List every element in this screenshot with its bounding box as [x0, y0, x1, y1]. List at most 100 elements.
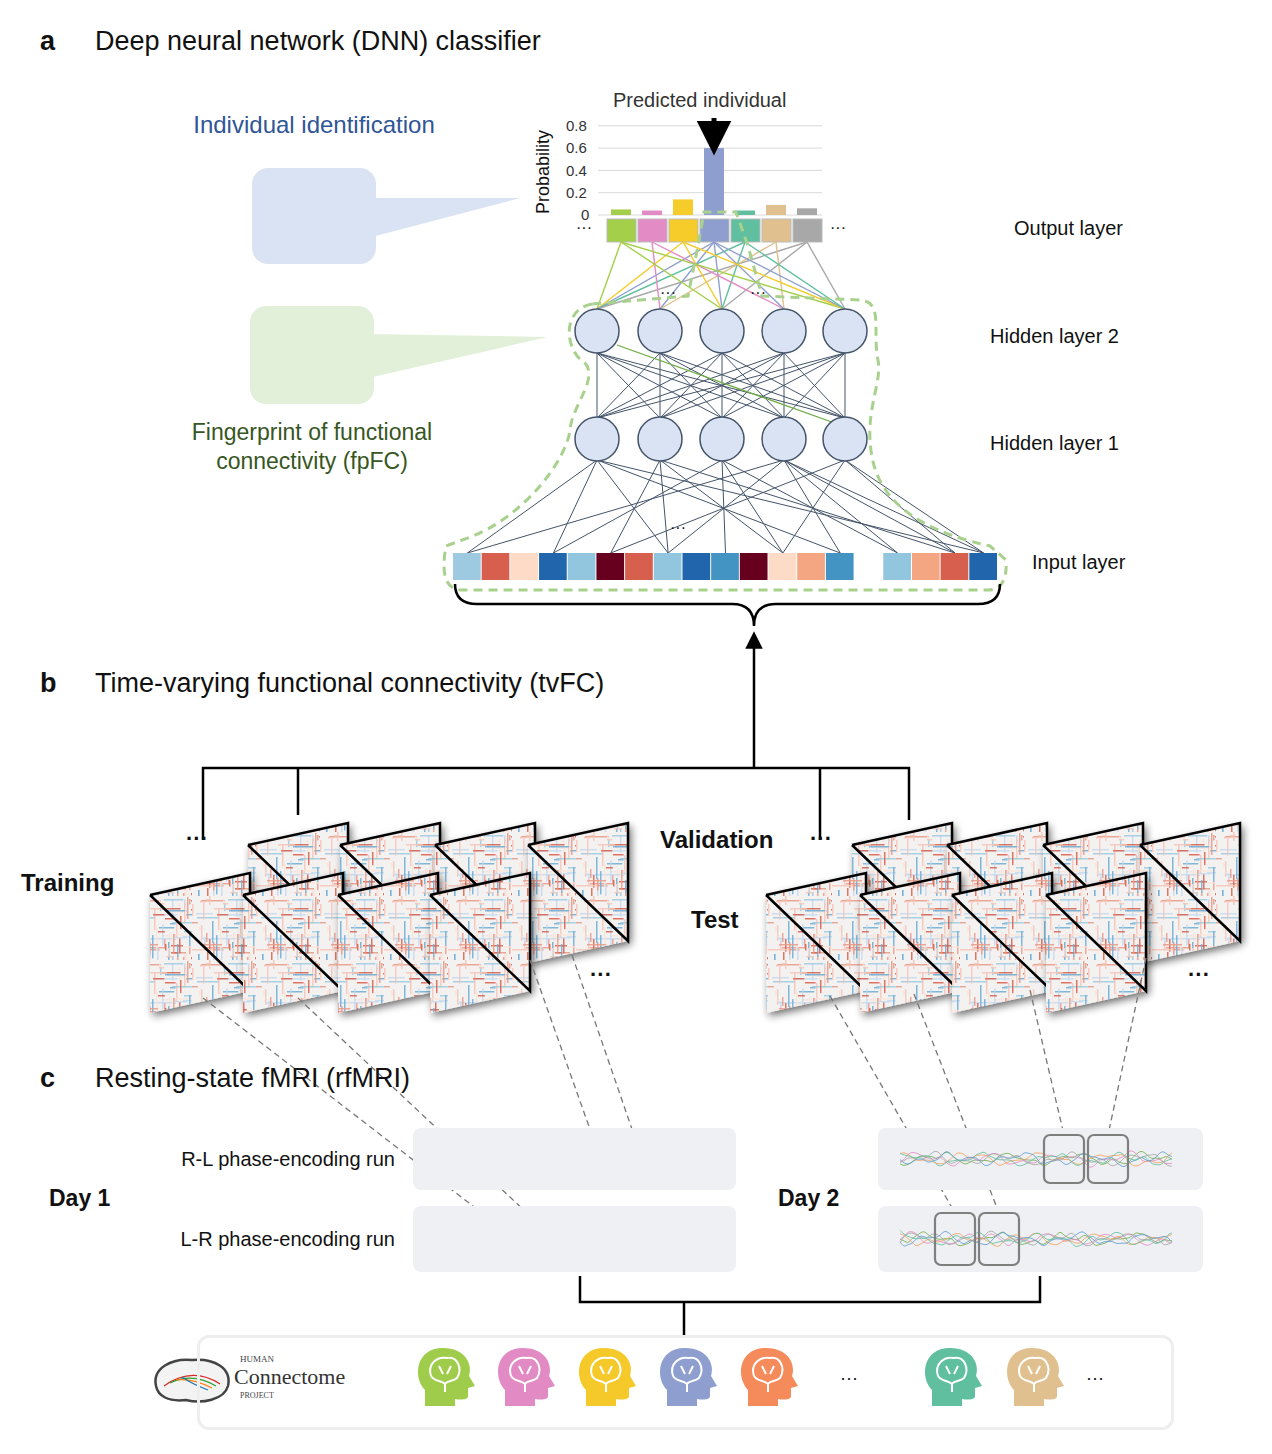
- input-unit: [797, 553, 825, 580]
- layer-label: Hidden layer 2: [990, 325, 1119, 348]
- neuron: [638, 417, 682, 461]
- run-label: L-R phase-encoding run: [180, 1227, 395, 1252]
- output-unit: [607, 219, 636, 242]
- gridline: [598, 125, 822, 126]
- output-unit: [669, 219, 698, 242]
- weight: [722, 460, 726, 553]
- weight: [597, 353, 784, 418]
- fc-matrix: [150, 873, 250, 1013]
- weight: [784, 460, 898, 553]
- fc-matrix: [1140, 823, 1240, 963]
- weight: [553, 460, 597, 553]
- axis-label: Predicted individual: [613, 89, 786, 112]
- layer-label: Input layer: [1032, 551, 1125, 574]
- weight: [597, 353, 722, 418]
- panel-title: Time-varying functional connectivity (tv…: [95, 668, 604, 699]
- ellipsis: ···: [670, 519, 686, 537]
- weight: [660, 460, 955, 553]
- probability-bar: [704, 148, 724, 215]
- probability-bar: [611, 209, 631, 215]
- weight: [553, 460, 722, 553]
- fc-matrix: [766, 873, 866, 1013]
- input-unit: [969, 553, 997, 580]
- weight: [597, 242, 807, 309]
- weight: [784, 460, 984, 553]
- weight: [660, 460, 783, 553]
- weight: [845, 460, 955, 553]
- input-unit: [453, 553, 481, 580]
- weight: [467, 460, 784, 553]
- weight: [597, 460, 840, 553]
- input-unit: [711, 553, 739, 580]
- panel-letter: a: [40, 26, 55, 57]
- subject-head: [741, 1348, 798, 1406]
- panel-letter: b: [40, 668, 57, 699]
- input-unit: [826, 553, 854, 580]
- callout-tail: [368, 198, 520, 238]
- logo-text: HUMAN: [240, 1354, 274, 1365]
- neuron: [575, 417, 619, 461]
- weight: [597, 353, 598, 418]
- weight: [722, 353, 845, 418]
- weight: [668, 460, 784, 553]
- day-label: Day 1: [49, 1185, 110, 1211]
- day-label: Day 2: [778, 1185, 839, 1211]
- tick-label: 0.8: [566, 117, 587, 134]
- ellipsis: ···: [590, 962, 612, 987]
- weight: [597, 353, 845, 418]
- input-unit: [482, 553, 510, 580]
- input-unit: [596, 553, 624, 580]
- logo-text: PROJECT: [240, 1391, 274, 1401]
- weight: [745, 242, 845, 309]
- weight: [611, 460, 660, 553]
- neuron: [700, 417, 744, 461]
- fc-matrix: [243, 873, 343, 1013]
- probability-bar: [642, 211, 662, 215]
- callout-box: Fingerprint of functional connectivity (…: [250, 306, 374, 404]
- ellipsis: ···: [186, 826, 208, 851]
- weight: [467, 460, 597, 553]
- input-unit: [941, 553, 969, 580]
- input-unit: [883, 553, 911, 580]
- weight: [845, 353, 846, 418]
- fc-matrix: [338, 873, 438, 1013]
- weight: [683, 242, 722, 309]
- panel-letter: c: [40, 1063, 55, 1094]
- input-unit: [855, 553, 883, 580]
- ellipsis: ···: [750, 284, 766, 302]
- hcp-logo: [155, 1360, 228, 1402]
- probability-bar: [797, 208, 817, 215]
- run-panel: R-L phase-encoding run: [413, 1128, 736, 1190]
- weight: [722, 460, 783, 553]
- weight: [597, 353, 660, 418]
- input-unit: [539, 553, 567, 580]
- input-unit: [625, 553, 653, 580]
- weight: [597, 353, 722, 418]
- neuron: [762, 417, 806, 461]
- subject-head: [925, 1348, 982, 1406]
- input-unit: [510, 553, 538, 580]
- tick-label: 0.6: [566, 139, 587, 156]
- set-label: Test: [691, 906, 739, 934]
- ellipsis: ···: [840, 1368, 858, 1389]
- probability-bar: [673, 199, 693, 215]
- fc-matrix: [528, 823, 628, 963]
- tick-label: 0.2: [566, 184, 587, 201]
- callout-label: Fingerprint of functional connectivity (…: [110, 418, 514, 476]
- ellipsis: ···: [1188, 962, 1210, 987]
- tick-label: 0.4: [566, 162, 587, 179]
- neuron: [575, 309, 619, 353]
- subject-head: [498, 1348, 555, 1406]
- weight: [597, 353, 784, 418]
- bracket: [580, 1276, 1040, 1335]
- subject-head: [1007, 1348, 1064, 1406]
- subject-head: [579, 1348, 636, 1406]
- input-unit: [654, 553, 682, 580]
- ellipsis: ···: [810, 826, 832, 851]
- weight: [660, 460, 668, 553]
- callout-box: Individual identification: [252, 168, 376, 264]
- set-label: Training: [21, 869, 114, 897]
- subject-head: [418, 1348, 475, 1406]
- layer-label: Output layer: [1014, 217, 1123, 240]
- neuron: [823, 309, 867, 353]
